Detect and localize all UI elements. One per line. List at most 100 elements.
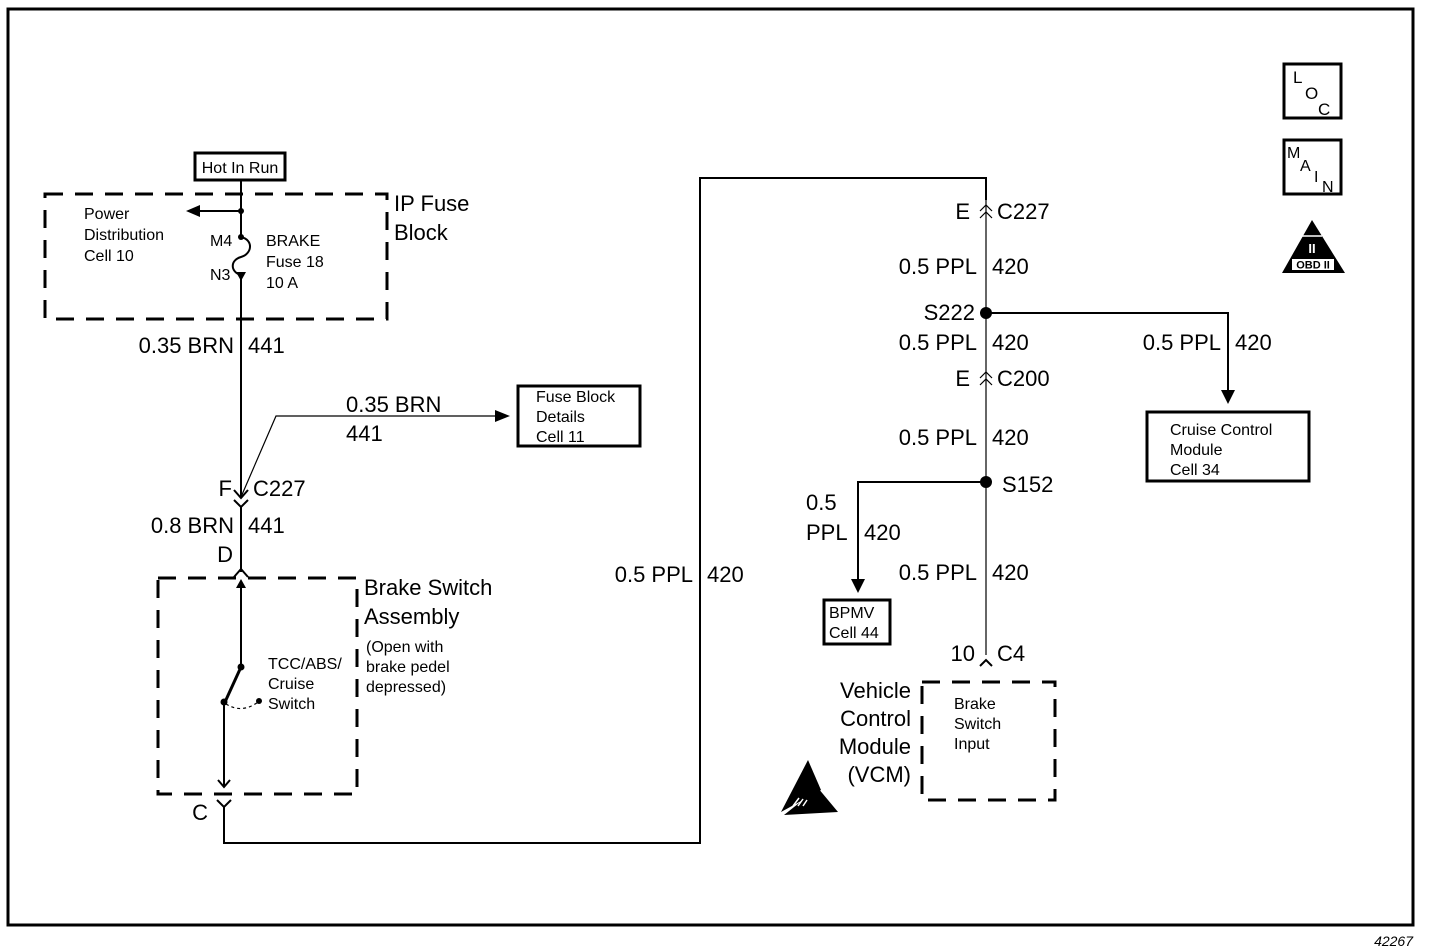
main-icon-box (1282, 138, 1343, 196)
obd-ii-icon[interactable]: II OBD II (1282, 220, 1345, 273)
wire-circuit-w2: 441 (346, 421, 383, 446)
wire-circuit-w6: 420 (1235, 330, 1272, 355)
fuse-name: BRAKE (266, 233, 320, 250)
main-letter-i: I (1314, 169, 1318, 186)
wire-label-w9-color: PPL (806, 520, 848, 545)
connector-c227-male-icon (233, 499, 249, 509)
fuse-block-details-line1: Fuse Block (536, 389, 616, 406)
vcm-input-label-3: Input (954, 736, 990, 753)
main-letter-m: M (1287, 145, 1300, 162)
connector-c200-icon (979, 371, 993, 379)
splice-s152-label: S152 (1002, 472, 1053, 497)
switch-actuator-dot (256, 698, 262, 704)
wire-label-w7: 0.5 PPL (899, 330, 977, 355)
wire-420-to-bpmv (857, 481, 986, 582)
fuse-number: Fuse 18 (266, 254, 324, 271)
loc-letter-o: O (1305, 84, 1318, 103)
brake-switch-pin-d: D (217, 542, 233, 567)
splice-s222-label: S222 (924, 300, 975, 325)
diagram-frame (6, 7, 1415, 927)
cruise-control-module-line2: Module (1170, 442, 1223, 459)
wire-label-w8: 0.5 PPL (899, 425, 977, 450)
bpmv-cell: Cell 44 (829, 625, 879, 642)
esd-warning-icon (781, 760, 838, 815)
fuse-block-details-line2: Details (536, 409, 585, 426)
fuse-rating: 10 A (266, 275, 298, 292)
connector-c227-female-icon (233, 489, 249, 500)
cruise-control-module-line1: Cruise Control (1170, 422, 1272, 439)
obd-roman: II (1308, 241, 1315, 256)
wire-label-w2: 0.35 BRN (346, 392, 441, 417)
hot-in-run-label: Hot In Run (193, 151, 287, 182)
switch-label: TCC/ABS/ (268, 656, 342, 673)
obd-label-bg (1292, 259, 1334, 270)
power-distribution-label: Power (84, 206, 130, 223)
obd-label: OBD II (1296, 260, 1330, 272)
main-letter-a: A (1300, 158, 1311, 175)
connector-d-icon (233, 567, 249, 578)
power-distribution-cell-ref: Cell 10 (84, 248, 134, 265)
connector-c200-icon-2 (979, 378, 993, 386)
switch-blade-icon (223, 666, 243, 703)
brake-switch-note: (Open with (366, 639, 443, 656)
vcm-title-3: Module (839, 734, 911, 759)
fuse-block-details-cell: Cell 11 (536, 429, 585, 446)
ip-fuse-block-outline (43, 192, 389, 321)
loc-icon-box (1282, 62, 1343, 120)
connector-c4-icon (979, 658, 993, 667)
wire-circuit-w5: 420 (992, 254, 1029, 279)
ip-fuse-block-title: IP Fuse (394, 191, 469, 216)
vcm-title: Vehicle (840, 678, 911, 703)
fuse-pin-in: M4 (210, 233, 232, 250)
main-letter-n: N (1322, 179, 1334, 196)
fuse-block-details-box (516, 384, 642, 448)
power-distribution-label-2: Distribution (84, 227, 164, 244)
ip-fuse-block-title-2: Block (394, 220, 449, 245)
cruise-control-module-ref[interactable]: Cruise Control Module Cell 34 (1145, 410, 1311, 483)
wire-label-w3: 0.8 BRN (151, 513, 234, 538)
brake-switch-assembly-title-2: Assembly (364, 604, 459, 629)
connector-c227-left-pin: F (219, 476, 232, 501)
connector-c200-name: C200 (997, 366, 1050, 391)
wire-441-branch (240, 415, 498, 498)
switch-exit-arrow-icon (217, 779, 231, 789)
fuse-symbol-icon (231, 236, 251, 276)
svg-text:Hot In Run: Hot In Run (202, 160, 278, 177)
loc-letter-c: C (1318, 100, 1330, 119)
arrow-to-cruise-icon (1221, 390, 1235, 404)
brake-switch-note-2: brake pedel (366, 659, 450, 676)
connector-c4-name: C4 (997, 641, 1025, 666)
connector-c4-pin: 10 (951, 641, 975, 666)
wire-label-w4: 0.5 PPL (615, 562, 693, 587)
loc-icon[interactable]: L O C (1282, 62, 1343, 120)
cruise-control-module-cell: Cell 34 (1170, 462, 1220, 479)
switch-entry-arrow-icon (236, 579, 246, 588)
figure-number: 42267 (1374, 933, 1414, 949)
bpmv-box (822, 598, 892, 646)
brake-switch-assembly-outline (156, 576, 359, 796)
brake-switch-assembly-title: Brake Switch (364, 575, 492, 600)
connector-c227-left-name: C227 (253, 476, 306, 501)
vcm-outline (920, 680, 1057, 802)
wire-circuit-w7: 420 (992, 330, 1029, 355)
wire-circuit-w4: 420 (707, 562, 744, 587)
wire-label-w6: 0.5 PPL (1143, 330, 1221, 355)
switch-actuator-link (225, 701, 259, 710)
connector-c227-right-name: C227 (997, 199, 1050, 224)
main-icon[interactable]: M A I N (1282, 138, 1343, 196)
wire-circuit-w1: 441 (248, 333, 285, 358)
connector-c-icon (216, 799, 232, 809)
fuse-block-details-ref[interactable]: Fuse Block Details Cell 11 (516, 384, 642, 448)
arrow-to-fuse-block-details-icon (495, 410, 510, 422)
wire-circuit-w8: 420 (992, 425, 1029, 450)
arrow-to-power-distribution-icon (186, 205, 200, 217)
fuse-pin-out: N3 (210, 267, 231, 284)
wire-label-w1: 0.35 BRN (139, 333, 234, 358)
brake-switch-pin-c: C (192, 800, 208, 825)
wire-circuit-w9: 420 (864, 520, 901, 545)
wire-circuit-w10: 420 (992, 560, 1029, 585)
bpmv-ref[interactable]: BPMV Cell 44 (822, 598, 892, 646)
vcm-title-4: (VCM) (847, 762, 911, 787)
vcm-title-2: Control (840, 706, 911, 731)
